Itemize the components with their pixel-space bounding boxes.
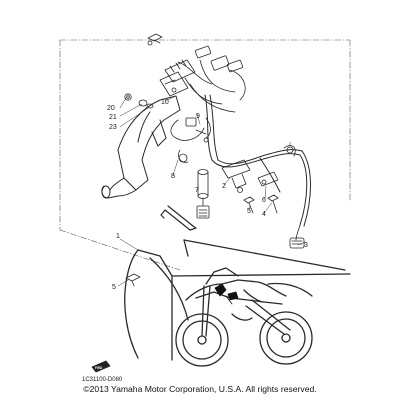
callout-5b: 5 — [112, 284, 116, 291]
hex-key-part[interactable] — [160, 205, 197, 231]
ground-lead-part[interactable] — [203, 117, 211, 143]
engine-stop-switch-part[interactable] — [159, 71, 189, 97]
top-bolt-part[interactable] — [147, 33, 163, 46]
reference-frame-lines — [59, 39, 351, 271]
fwd-arrow-icon: FWD — [91, 360, 111, 373]
capacitor-part[interactable] — [197, 169, 209, 207]
spark-plug-cap-part[interactable] — [289, 224, 305, 249]
coupler-part[interactable] — [196, 205, 210, 219]
clamp-part[interactable] — [283, 145, 296, 157]
bolt-5-part[interactable] — [243, 196, 255, 214]
copyright-notice: ©2013 Yamaha Motor Corporation, U.S.A. A… — [83, 384, 317, 394]
callout-21: 21 — [109, 114, 117, 121]
callout-labels: 20 21 23 10 9 8 7 2 6 5 4 3 1 5 — [107, 99, 308, 291]
callout-1: 1 — [116, 233, 120, 240]
callout-8a: 8 — [171, 173, 175, 180]
coil-bracket-part[interactable] — [257, 171, 279, 187]
bolt-5-lower-part[interactable] — [125, 273, 141, 287]
connector-8-part[interactable] — [178, 149, 189, 163]
relay-part[interactable] — [170, 117, 207, 141]
motorcycle-silhouette — [124, 239, 351, 367]
fwd-label: FWD — [95, 366, 103, 370]
callout-9: 9 — [196, 113, 200, 120]
ignition-coil-part[interactable] — [221, 159, 251, 193]
callout-leaders — [117, 95, 306, 287]
callout-10: 10 — [161, 99, 169, 106]
callout-23: 23 — [109, 124, 117, 131]
callout-5a: 5 — [247, 208, 251, 215]
harness-location-marker — [214, 283, 239, 305]
nut-washer-stack-part[interactable] — [124, 93, 154, 109]
callout-2: 2 — [222, 183, 226, 190]
callout-4: 4 — [262, 211, 266, 218]
diagram-code: 1C31100-D080 — [82, 377, 123, 383]
cdi-unit-part[interactable] — [164, 59, 236, 113]
callout-3: 3 — [304, 242, 308, 249]
callout-6: 6 — [262, 197, 266, 204]
callout-7: 7 — [195, 187, 199, 194]
callout-20: 20 — [107, 105, 115, 112]
bolt-4-part[interactable] — [267, 194, 279, 214]
connector-cluster[interactable] — [177, 45, 246, 101]
wire-harness-part[interactable] — [204, 94, 311, 227]
